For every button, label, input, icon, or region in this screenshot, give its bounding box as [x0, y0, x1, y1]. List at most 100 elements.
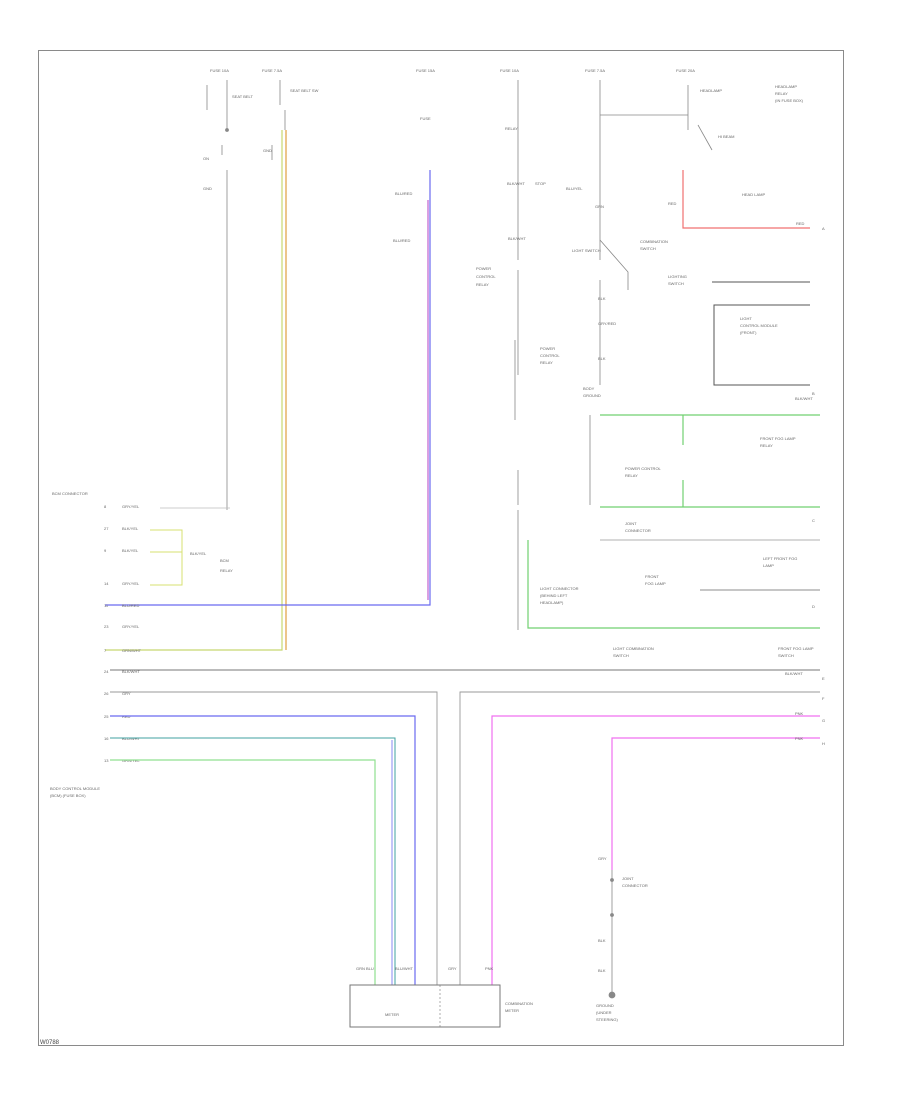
svg-text:BODY: BODY: [583, 386, 595, 391]
diagram-code: W0788: [40, 1040, 60, 1046]
svg-text:FUSE 10A: FUSE 10A: [210, 68, 229, 73]
svg-text:FUSE 10A: FUSE 10A: [500, 68, 519, 73]
svg-text:FUSE 7.5A: FUSE 7.5A: [585, 68, 605, 73]
svg-text:BLU/RED: BLU/RED: [395, 191, 412, 196]
svg-text:PNK: PNK: [485, 966, 494, 971]
svg-text:LIGHT: LIGHT: [740, 316, 752, 321]
svg-text:BLU/RED: BLU/RED: [122, 603, 139, 608]
svg-text:GRY: GRY: [122, 691, 131, 696]
svg-text:FRONT FOG LAMP: FRONT FOG LAMP: [778, 646, 814, 651]
svg-text:GROUND: GROUND: [596, 1003, 614, 1008]
svg-text:RELAY: RELAY: [775, 91, 788, 96]
svg-text:BLU/WHT: BLU/WHT: [395, 966, 414, 971]
svg-text:HI BEAM: HI BEAM: [718, 134, 734, 139]
svg-text:C: C: [812, 518, 815, 523]
svg-text:RELAY: RELAY: [540, 360, 553, 365]
svg-text:GND: GND: [203, 186, 212, 191]
diagram-frame: [38, 50, 844, 1046]
svg-text:B: B: [812, 391, 815, 396]
svg-text:BLU/RED: BLU/RED: [393, 238, 410, 243]
svg-text:BCM: BCM: [220, 558, 229, 563]
wire-green-lower: [110, 759, 376, 985]
svg-text:BLK/WHT: BLK/WHT: [785, 671, 803, 676]
svg-text:HEAD LAMP: HEAD LAMP: [742, 192, 765, 197]
svg-text:24: 24: [104, 669, 109, 674]
svg-text:METER: METER: [505, 1008, 519, 1013]
svg-text:SEAT BELT SW: SEAT BELT SW: [290, 88, 319, 93]
svg-text:(BEHIND LEFT: (BEHIND LEFT: [540, 593, 568, 598]
svg-text:RELAY: RELAY: [505, 126, 518, 131]
svg-text:BLK/WHT: BLK/WHT: [122, 669, 140, 674]
wire-red: [682, 170, 810, 229]
svg-text:GRN BLU: GRN BLU: [356, 966, 374, 971]
svg-text:FRONT FOG LAMP: FRONT FOG LAMP: [760, 436, 796, 441]
svg-text:GRY/YEL: GRY/YEL: [122, 504, 140, 509]
svg-text:RED: RED: [796, 221, 805, 226]
svg-text:POWER: POWER: [540, 346, 555, 351]
svg-text:LIGHT COMBINATION: LIGHT COMBINATION: [613, 646, 654, 651]
svg-text:LAMP: LAMP: [763, 563, 774, 568]
svg-text:25: 25: [104, 714, 109, 719]
svg-text:RED: RED: [668, 201, 677, 206]
svg-text:8: 8: [104, 504, 107, 509]
wire-gray-bus-r: [459, 691, 820, 985]
combination-meter-box: GRN BLU BLU/WHT GRY PNK METER COMBINATIO…: [349, 966, 533, 1028]
svg-text:BLK: BLK: [598, 356, 606, 361]
svg-text:LIGHTING: LIGHTING: [668, 274, 687, 279]
svg-text:CONTROL: CONTROL: [476, 274, 496, 279]
svg-text:G: G: [822, 718, 825, 723]
svg-text:(IN FUSE BOX): (IN FUSE BOX): [775, 98, 804, 103]
svg-text:16: 16: [104, 736, 109, 741]
svg-text:GRY/YEL: GRY/YEL: [122, 581, 140, 586]
svg-text:GRY: GRY: [598, 856, 607, 861]
svg-text:H: H: [822, 741, 825, 746]
svg-text:SWITCH: SWITCH: [668, 281, 684, 286]
svg-text:BLK/YEL: BLK/YEL: [122, 526, 139, 531]
combination-switch-block: [514, 80, 713, 630]
wire-teal-lower: [110, 737, 396, 985]
svg-text:(UNDER: (UNDER: [596, 1010, 612, 1015]
svg-text:GRY: GRY: [448, 966, 457, 971]
svg-text:JOINT: JOINT: [625, 521, 637, 526]
svg-text:FUSE 7.5A: FUSE 7.5A: [262, 68, 282, 73]
wire-yellow-green: [105, 130, 283, 651]
svg-text:BCM CONNECTOR: BCM CONNECTOR: [52, 491, 88, 496]
svg-text:RELAY: RELAY: [476, 282, 489, 287]
svg-text:F: F: [822, 696, 825, 701]
ground-block: [608, 870, 616, 999]
svg-text:CONTROL MODULE: CONTROL MODULE: [740, 323, 778, 328]
svg-text:GRY/RED: GRY/RED: [598, 321, 616, 326]
svg-text:RELAY: RELAY: [760, 443, 773, 448]
svg-text:METER: METER: [385, 1012, 399, 1017]
svg-text:BLK/WHT: BLK/WHT: [507, 181, 525, 186]
wire-blue-lower: [110, 715, 416, 985]
green-wires: [527, 414, 820, 629]
svg-text:BLK: BLK: [598, 938, 606, 943]
svg-text:SWITCH: SWITCH: [778, 653, 794, 658]
svg-text:BLK/WHT: BLK/WHT: [795, 396, 813, 401]
svg-text:COMBINATION: COMBINATION: [505, 1001, 533, 1006]
svg-text:COMBINATION: COMBINATION: [640, 239, 668, 244]
svg-text:LIGHT CONNECTOR: LIGHT CONNECTOR: [540, 586, 579, 591]
svg-text:BLK: BLK: [598, 296, 606, 301]
svg-text:CONNECTOR: CONNECTOR: [625, 528, 651, 533]
svg-text:SWITCH: SWITCH: [640, 246, 656, 251]
right-terminals: A B C D E F G H: [812, 226, 825, 746]
svg-text:STEERING): STEERING): [596, 1017, 618, 1022]
svg-text:FUSE 15A: FUSE 15A: [416, 68, 435, 73]
svg-text:POWER: POWER: [476, 266, 491, 271]
svg-text:RELAY: RELAY: [220, 568, 233, 573]
svg-text:GRY/YEL: GRY/YEL: [122, 624, 140, 629]
svg-text:FRONT: FRONT: [645, 574, 659, 579]
svg-text:SEAT BELT: SEAT BELT: [232, 94, 253, 99]
svg-text:BLU/YEL: BLU/YEL: [566, 186, 583, 191]
svg-text:FOG LAMP: FOG LAMP: [645, 581, 666, 586]
svg-text:HEADLAMP: HEADLAMP: [775, 84, 797, 89]
svg-text:STOP: STOP: [535, 181, 546, 186]
svg-text:CONNECTOR: CONNECTOR: [622, 883, 648, 888]
svg-text:PNK: PNK: [795, 736, 804, 741]
svg-text:26: 26: [104, 691, 109, 696]
svg-text:BLK/WHT: BLK/WHT: [508, 236, 526, 241]
svg-text:BLK/YEL: BLK/YEL: [122, 548, 139, 553]
